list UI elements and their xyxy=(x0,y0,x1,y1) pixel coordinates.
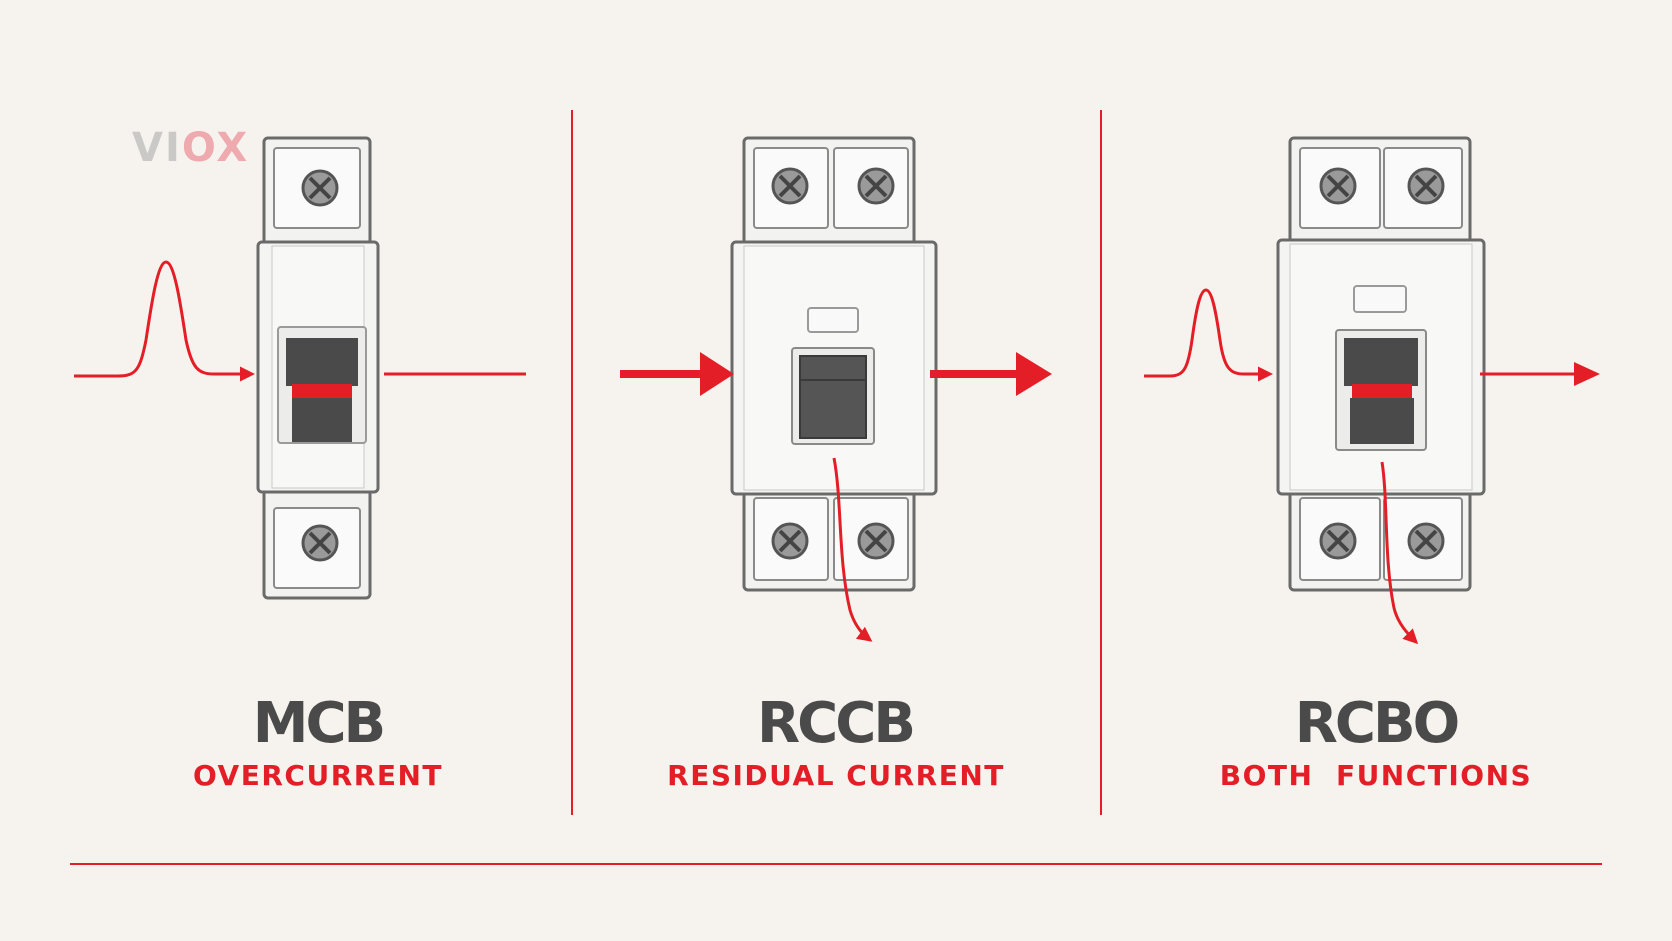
logo-text-gray: VI xyxy=(132,125,182,171)
test-button-indicator xyxy=(1353,285,1407,313)
screw-icon xyxy=(1407,167,1445,205)
rccb-leakage-arrow xyxy=(832,457,873,642)
screw-icon xyxy=(857,522,895,560)
rcbo-label: RCBO xyxy=(1294,691,1461,756)
rccb-breaker-illustration xyxy=(730,136,938,592)
rccb-function-label: RESIDUAL CURRENT xyxy=(667,759,1005,792)
screw-icon xyxy=(771,167,809,205)
screw-icon xyxy=(771,522,809,560)
rcbo-breaker-illustration xyxy=(1276,136,1486,592)
mcb-label: MCB xyxy=(252,691,387,756)
rcbo-overcurrent-spike-line xyxy=(1144,288,1273,382)
mcb-function-label: OVERCURRENT xyxy=(193,759,443,792)
mcb-breaker-illustration xyxy=(256,136,380,600)
screw-icon xyxy=(1407,522,1445,560)
logo-text-red: OX xyxy=(181,125,250,171)
overcurrent-spike-line xyxy=(74,260,255,382)
viox-logo: VIOX xyxy=(132,128,249,168)
test-button-indicator xyxy=(807,307,859,333)
screw-icon xyxy=(1319,522,1357,560)
rcbo-function-label: BOTH FUNCTIONS xyxy=(1219,759,1533,792)
rccb-label: RCCB xyxy=(757,691,916,756)
rcbo-leakage-arrow xyxy=(1380,461,1419,645)
screw-icon xyxy=(301,524,339,562)
screw-icon xyxy=(301,169,339,207)
screw-icon xyxy=(1319,167,1357,205)
screw-icon xyxy=(857,167,895,205)
